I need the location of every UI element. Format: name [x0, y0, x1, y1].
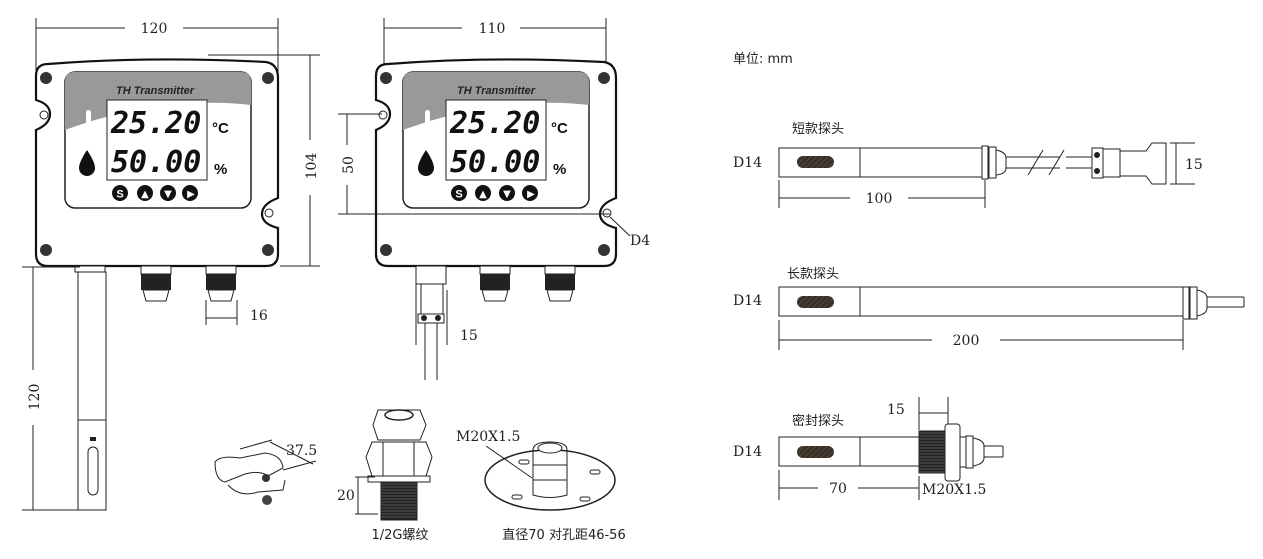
short-probe: 短款探头 D14 15 100: [733, 122, 1203, 208]
hole-diameter-label: D4: [630, 233, 650, 249]
height-dimension: 104: [208, 54, 320, 267]
short-probe-diameter: D14: [733, 155, 762, 171]
thermometer-icon: [84, 110, 93, 137]
long-probe-diameter: D14: [733, 293, 762, 309]
flange-mount: M20X1.5 直径70 对孔距46-56: [456, 429, 626, 543]
up-button: ▲: [141, 189, 149, 200]
width-dimension: 120: [35, 18, 279, 78]
humidity-unit: %: [553, 161, 566, 178]
device-title: TH Transmitter: [457, 85, 536, 97]
gland-label: 16: [250, 308, 268, 324]
screw-icon: [40, 72, 274, 256]
fitting-label: 1/2G螺纹: [372, 528, 429, 543]
pipe-clamp: 37.5: [214, 439, 317, 505]
fitting-dim-label: 20: [337, 488, 355, 504]
sealed-probe-title: 密封探头: [792, 413, 844, 429]
device-buttons: S ▲ ▼ ▶: [112, 185, 198, 201]
right-button: ▶: [187, 189, 195, 200]
probe: [74, 265, 107, 511]
sealed-thread-length: 15: [887, 402, 905, 418]
screw-icon: [380, 72, 610, 256]
short-probe-title: 短款探头: [792, 122, 844, 137]
probe-connector: [415, 265, 447, 380]
sealed-probe-length: 70: [829, 481, 847, 497]
width-label: 120: [141, 21, 168, 37]
cable-gland: [140, 265, 237, 302]
right-button: ▶: [527, 189, 535, 200]
set-button: S: [116, 189, 123, 201]
humidity-readout: 50.00: [450, 145, 540, 180]
temperature-readout: 25.20: [110, 106, 201, 141]
sealed-thread-label: M20X1.5: [922, 482, 986, 498]
sealed-probe: 密封探头 D14 15 70 M20X1.5: [733, 397, 1004, 500]
mounting-view-device: 110 TH Transmitter 25.20 50.00 °C % S ▲ …: [338, 18, 650, 380]
device-title: TH Transmitter: [116, 85, 195, 97]
long-probe-title: 长款探头: [787, 267, 839, 282]
hole-spacing-label: 50: [341, 156, 357, 174]
sealed-probe-diameter: D14: [733, 444, 762, 460]
front-view-device: 120 104 TH Transmitter 25.20 50.00 °C % …: [22, 18, 320, 511]
threaded-fitting: 20 1/2G螺纹: [337, 409, 433, 543]
device-buttons: S ▲ ▼ ▶: [451, 185, 538, 201]
humidity-drop-icon: [79, 150, 95, 176]
humidity-readout: 50.00: [111, 145, 201, 180]
set-button: S: [455, 189, 462, 201]
height-label: 104: [304, 153, 320, 180]
temperature-readout: 25.20: [449, 106, 540, 141]
flange-label: 直径70 对孔距46-56: [502, 528, 625, 543]
temperature-unit: °C: [551, 120, 568, 137]
long-probe-length: 200: [953, 333, 980, 349]
long-probe: 长款探头 D14 200: [733, 267, 1245, 350]
thermometer-icon: [423, 110, 432, 137]
side-width-label: 110: [479, 21, 506, 37]
humidity-unit: %: [214, 161, 227, 178]
unit-label: 单位: mm: [733, 52, 793, 67]
temperature-unit: °C: [212, 120, 229, 137]
down-button: ▼: [164, 189, 172, 200]
up-button: ▲: [479, 189, 487, 200]
probe-length-label: 120: [27, 384, 43, 411]
cable-gland: [479, 265, 576, 302]
flange-thread-label: M20X1.5: [456, 429, 520, 445]
down-button: ▼: [503, 189, 511, 200]
short-probe-length: 100: [866, 191, 893, 207]
humidity-drop-icon: [418, 150, 434, 176]
connector-label: 15: [460, 328, 478, 344]
short-probe-connector-label: 15: [1185, 157, 1203, 173]
clamp-dim-label: 37.5: [286, 443, 317, 459]
